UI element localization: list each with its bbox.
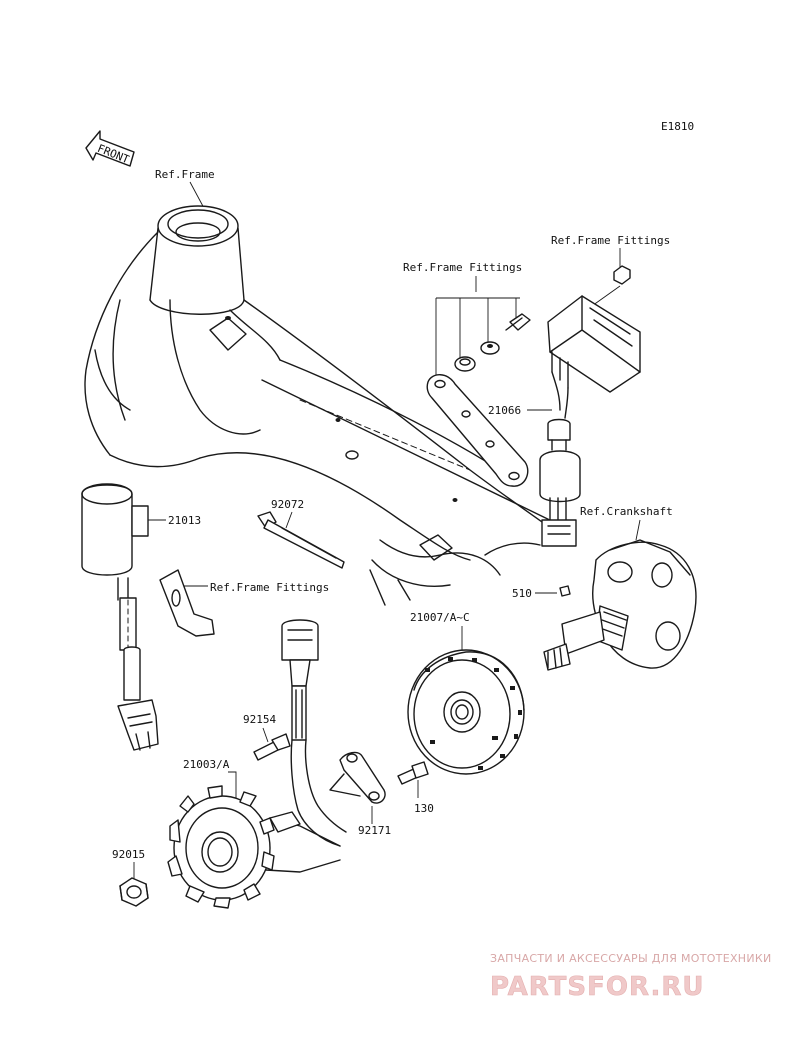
label-92072: 92072 — [271, 498, 304, 511]
watermark-tagline: ЗАПЧАСТИ И АКСЕССУАРЫ ДЛЯ МОТОТЕХНИКИ — [490, 952, 772, 965]
diagram-code: E1810 — [661, 120, 694, 133]
stator-bolt — [253, 733, 291, 761]
frame-fitting-collar — [480, 341, 500, 355]
nut-small — [613, 265, 631, 285]
nut — [119, 877, 149, 907]
label-92154: 92154 — [243, 713, 276, 726]
label-21066: 21066 — [488, 404, 521, 417]
watermark-brand: PARTSFOR.RU — [490, 972, 704, 1002]
frame-drawing — [84, 205, 561, 606]
label-21003: 21003/A — [183, 758, 230, 771]
clamp-bolt — [397, 761, 429, 785]
front-arrow-icon: FRONT — [85, 130, 135, 167]
label-ref-frame: Ref.Frame — [155, 168, 215, 181]
frame-fitting-grommet — [454, 356, 476, 372]
stator-connector — [281, 619, 347, 847]
label-ref-crankshaft: Ref.Crankshaft — [580, 505, 673, 518]
label-92015: 92015 — [112, 848, 145, 861]
pulser-coil — [81, 483, 159, 751]
label-ref-frame-fittings-top: Ref.Frame Fittings — [403, 261, 522, 274]
cable-tie-clamp — [257, 511, 345, 569]
frame-fitting-bolt — [505, 313, 531, 331]
flywheel-rotor — [407, 649, 525, 775]
woodruff-key — [559, 585, 571, 597]
regulator-rectifier — [547, 295, 641, 419]
regulator-connector — [539, 418, 581, 547]
frame-fitting-bracket — [426, 374, 529, 487]
label-21007: 21007/A~C — [410, 611, 470, 624]
label-510: 510 — [512, 587, 532, 600]
label-130: 130 — [414, 802, 434, 815]
label-21013: 21013 — [168, 514, 201, 527]
stator-coil — [167, 785, 341, 909]
wire-clamp — [329, 751, 386, 804]
coil-bracket — [159, 569, 215, 637]
label-ref-frame-fittings-right: Ref.Frame Fittings — [551, 234, 670, 247]
crankshaft — [543, 539, 697, 671]
label-ref-frame-fittings-low: Ref.Frame Fittings — [210, 581, 329, 594]
watermark: ЗАПЧАСТИ И АКСЕССУАРЫ ДЛЯ МОТОТЕХНИКИ PA… — [490, 952, 772, 1002]
label-92171: 92171 — [358, 824, 391, 837]
